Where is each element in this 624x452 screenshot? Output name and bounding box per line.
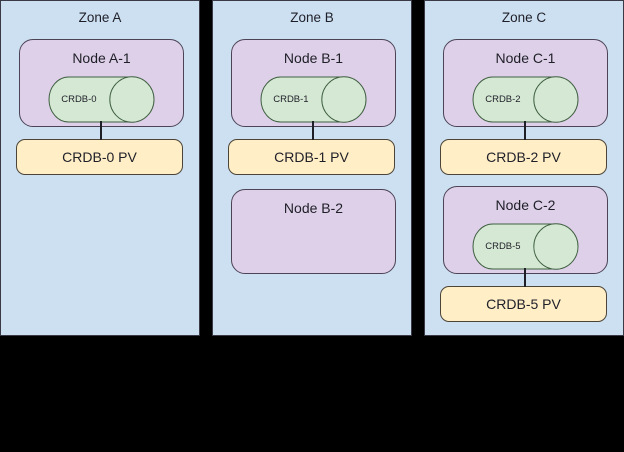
node-b-1-title: Node B-1 xyxy=(283,50,344,66)
volume-label: CRDB-2 PV xyxy=(486,148,561,165)
database-cylinder-crdb-0: CRDB-0 xyxy=(48,76,155,123)
volume-label: CRDB-5 PV xyxy=(486,295,561,312)
crdb-1-pv: CRDB-1 PV xyxy=(228,139,395,175)
zone-c-title: Zone C xyxy=(501,10,547,25)
zone-a-title: Zone A xyxy=(78,10,122,25)
volume-label: CRDB-1 PV xyxy=(274,148,349,165)
node-c-1-title: Node C-1 xyxy=(495,50,556,66)
connector-crdb-5-to-crdb-5-pv xyxy=(524,268,526,287)
connector-crdb-0-to-crdb-0-pv xyxy=(100,121,102,140)
node-a-1-title: Node A-1 xyxy=(72,50,131,66)
node-b-2: Node B-2 xyxy=(231,189,396,274)
database-cylinder-crdb-1: CRDB-1 xyxy=(260,76,367,123)
empty-bottom-area xyxy=(0,336,624,452)
crdb-5-pv: CRDB-5 PV xyxy=(440,286,607,322)
zone-b-title: Zone B xyxy=(290,10,334,25)
database-cylinder-crdb-2: CRDB-2 xyxy=(472,76,579,123)
crdb-0-pv: CRDB-0 PV xyxy=(16,139,183,175)
connector-crdb-1-to-crdb-1-pv xyxy=(312,121,314,140)
volume-label: CRDB-0 PV xyxy=(62,148,137,165)
crdb-2-pv: CRDB-2 PV xyxy=(440,139,607,175)
node-c-2-title: Node C-2 xyxy=(495,197,556,213)
database-cylinder-crdb-5: CRDB-5 xyxy=(472,223,579,270)
connector-crdb-2-to-crdb-2-pv xyxy=(524,121,526,140)
node-b-2-title: Node B-2 xyxy=(283,200,344,216)
